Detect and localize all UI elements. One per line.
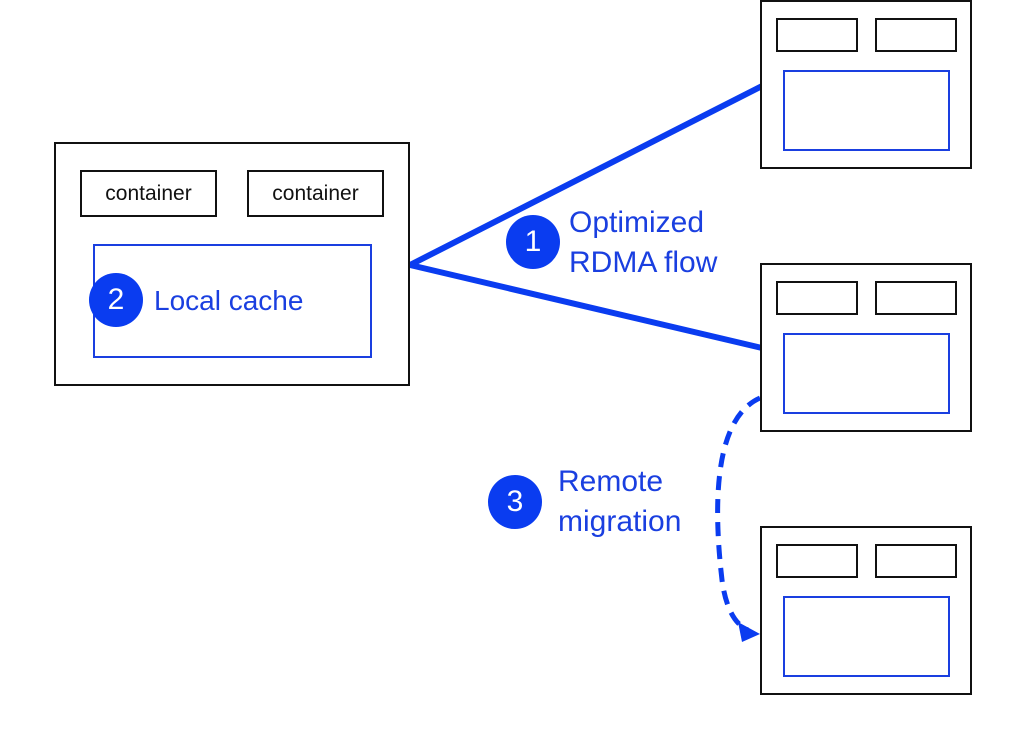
remote-node-1-slot-2 [875,18,957,52]
remote-node-2 [760,263,972,432]
remote-node-2-cache [783,333,950,414]
remote-node-3 [760,526,972,695]
local-cache-label: Local cache [154,285,304,316]
container-slot-1: container [80,170,217,217]
badge-3: 3 [488,475,542,529]
remote-node-3-slot-1 [776,544,858,578]
container-label-1: container [105,181,192,205]
rdma-flow-label-line1: Optimized [569,206,705,239]
remote-node-1 [760,0,972,169]
remote-node-2-slot-2 [875,281,957,315]
remote-node-1-slot-1 [776,18,858,52]
rdma-link-top [408,83,764,268]
migration-label-line2: migration [558,505,682,538]
migration-arrow [715,395,762,633]
rdma-link-middle [409,262,763,351]
migration-arrowhead [738,622,760,642]
remote-node-3-slot-2 [875,544,957,578]
migration-label-line1: Remote [558,465,664,498]
local-node: container container [54,142,410,386]
badge-2: 2 [89,273,143,327]
remote-node-1-cache [783,70,950,151]
remote-node-2-slot-1 [776,281,858,315]
remote-node-3-cache [783,596,950,677]
rdma-flow-label-line2: RDMA flow [569,246,718,279]
badge-1: 1 [506,215,560,269]
container-label-2: container [272,181,359,205]
container-slot-2: container [247,170,384,217]
